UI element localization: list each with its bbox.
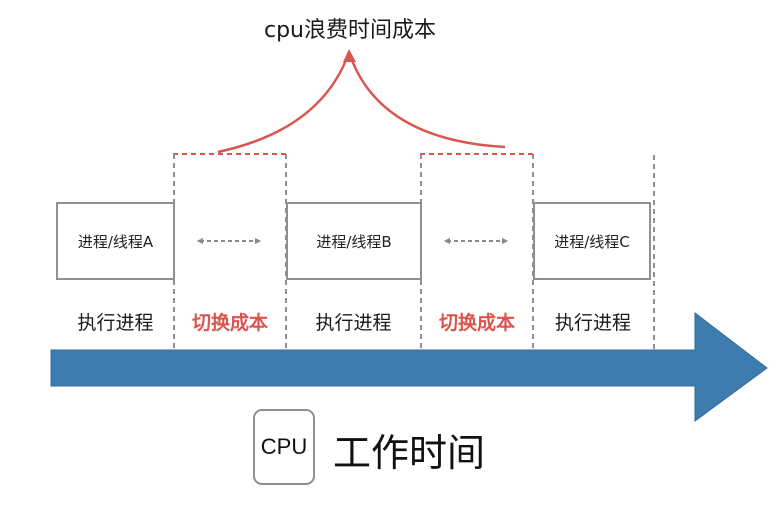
phase-exec-3: 执行进程 [554, 312, 631, 334]
process-box-b [286, 202, 422, 280]
cost-curve-left [217, 54, 350, 154]
process-a-label: 进程/线程A [77, 233, 154, 251]
work-time-label: 工作时间 [333, 431, 486, 475]
cost-arrowhead [343, 49, 356, 62]
phase-exec-2: 执行进程 [315, 312, 392, 334]
process-box-a [56, 202, 175, 280]
cpu-icon: CPU [253, 409, 315, 485]
phase-exec-1: 执行进程 [77, 312, 154, 334]
process-b-label: 进程/线程B [316, 233, 392, 251]
process-c-label: 进程/线程C [554, 233, 630, 251]
diagram-title: cpu浪费时间成本 [263, 18, 436, 43]
process-box-c [533, 202, 651, 280]
timeline-arrow [50, 311, 768, 422]
phase-switch-1: 切换成本 [191, 312, 268, 334]
phase-switch-2: 切换成本 [438, 312, 515, 334]
cost-curve-right [348, 54, 506, 149]
